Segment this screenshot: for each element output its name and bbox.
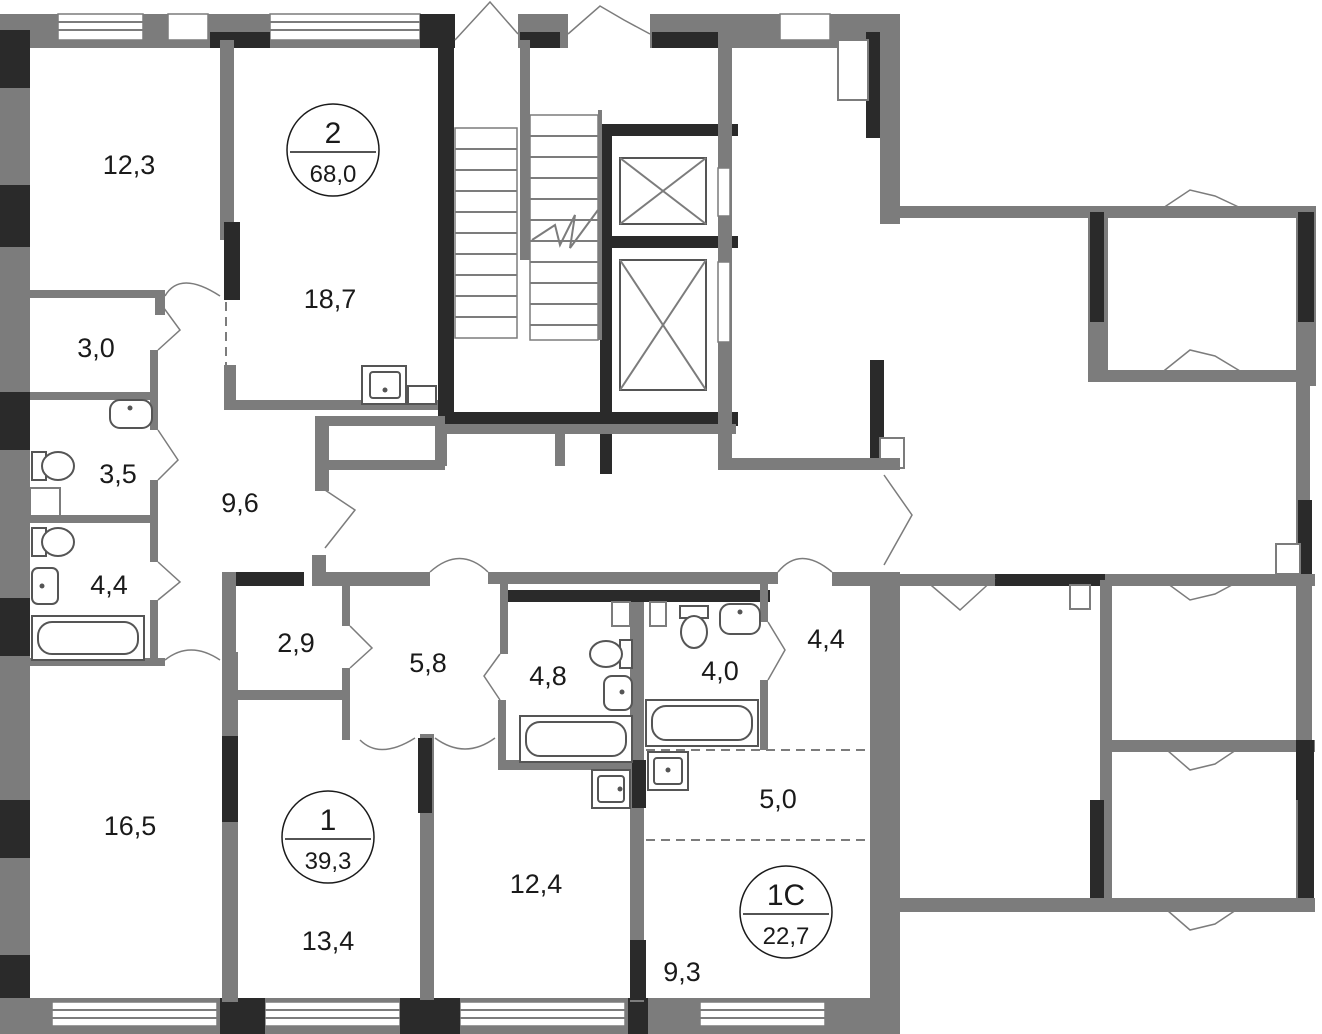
apartment-badge-1: 1 39,3 — [281, 790, 375, 884]
apartment-badge-2: 2 68,0 — [286, 103, 380, 197]
interior-walls — [29, 40, 900, 1002]
room-area-label: 12,3 — [103, 150, 156, 180]
room-area-label: 3,5 — [99, 459, 137, 489]
room-area-label: 4,4 — [90, 570, 128, 600]
elevator-small — [619, 157, 731, 225]
staircase-core — [435, 14, 900, 474]
apartment-badge-1c: 1С 22,7 — [739, 865, 833, 959]
room-area-label: 18,7 — [304, 284, 357, 314]
plumbing-fixtures — [31, 365, 761, 809]
apartment-area: 22,7 — [763, 923, 810, 950]
room-area-label: 5,0 — [759, 784, 797, 814]
apartment-area: 39,3 — [305, 848, 352, 875]
room-area-label: 4,8 — [529, 661, 567, 691]
room-area-label: 3,0 — [77, 333, 115, 363]
room-area-label: 4,4 — [807, 624, 845, 654]
room-area-label: 9,3 — [663, 957, 701, 987]
door-swings — [157, 0, 1246, 931]
apartment-number: 1 — [320, 804, 337, 837]
room-area-label: 4,0 — [701, 656, 739, 686]
apartment-area: 68,0 — [310, 161, 357, 188]
room-area-label: 12,4 — [510, 869, 563, 899]
apartment-number: 2 — [325, 117, 342, 150]
elevator-large — [619, 259, 731, 391]
stair-flight-right — [529, 114, 599, 341]
room-area-label: 5,8 — [409, 648, 447, 678]
room-area-label: 16,5 — [104, 811, 157, 841]
room-area-label: 13,4 — [302, 926, 355, 956]
right-wing — [837, 39, 1316, 912]
apartment-number: 1С — [767, 879, 805, 912]
room-area-label: 2,9 — [277, 628, 315, 658]
room-labels: 12,3 18,7 3,0 3,5 9,6 4,4 2,9 5,8 4,8 4,… — [77, 150, 845, 987]
room-area-label: 9,6 — [221, 488, 259, 518]
stair-flight-left — [454, 127, 518, 339]
